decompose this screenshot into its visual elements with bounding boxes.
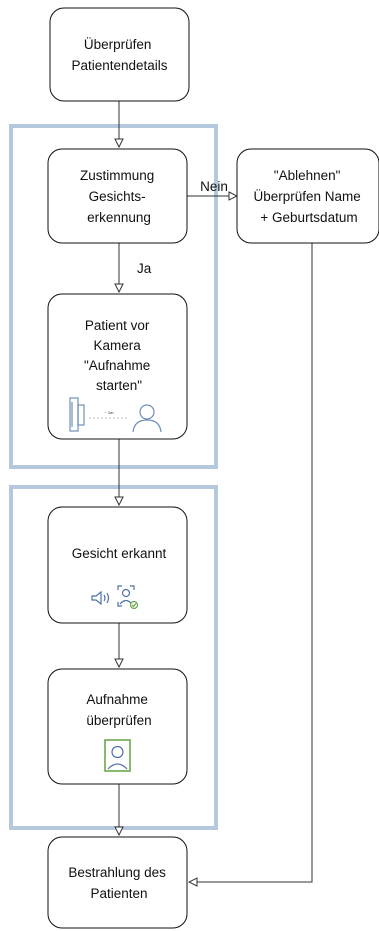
portrait-photo-icon <box>104 739 131 772</box>
node-face-detected-label: Gesicht erkannt <box>72 546 167 561</box>
node-consent-face-recognition <box>47 148 188 244</box>
edge-label-ja: Ja <box>137 261 152 276</box>
group-detection-review <box>9 485 218 830</box>
node-decline-label: "Ablehnen" Überprüfen Name + Geburtsdatu… <box>253 168 364 225</box>
node-patient-camera <box>47 293 188 440</box>
node-consent-face-recognition-label: Zustimmung Gesichts- erkennung <box>80 168 158 225</box>
node-face-detected <box>47 506 188 624</box>
node-review-capture-label: Aufnahme überprüfen <box>86 692 151 728</box>
face-scan-check-icon <box>117 585 139 610</box>
node-review-capture <box>47 668 188 785</box>
person-icon <box>132 404 162 433</box>
node-check-patient <box>49 7 190 102</box>
edge-decline-to-irradiation <box>189 243 313 882</box>
node-irradiation-label: Bestrahlung des Patienten <box>68 865 169 901</box>
node-irradiation <box>47 836 188 929</box>
group-consent-capture <box>9 124 218 469</box>
node-decline <box>236 148 379 244</box>
edge-label-nein: Nein <box>200 179 228 194</box>
node-check-patient-label: Überprüfen Patientendetails <box>71 37 167 73</box>
node-patient-camera-label: Patient vor Kamera "Aufnahme starten" <box>84 318 154 393</box>
speaker-icon <box>91 590 110 606</box>
distance-label: ~ 1m <box>104 410 114 415</box>
camera-device-icon <box>69 397 85 432</box>
